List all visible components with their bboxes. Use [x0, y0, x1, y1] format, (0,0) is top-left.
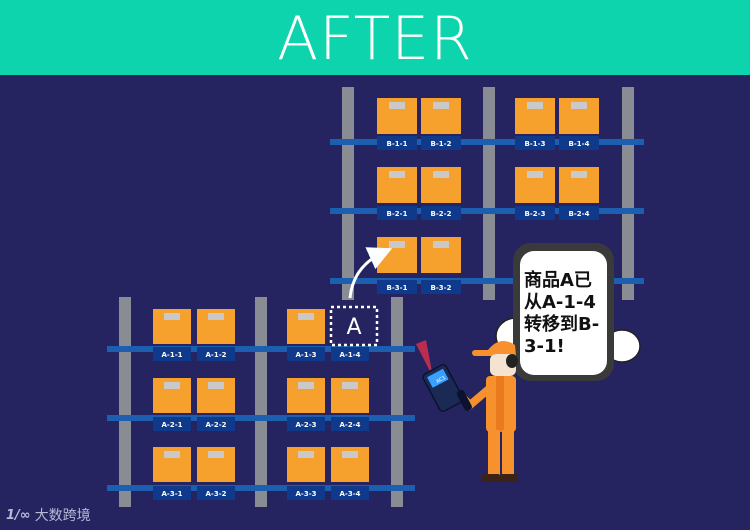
box: [377, 237, 417, 273]
box: [421, 167, 461, 203]
slot-label: A-1-3: [296, 351, 317, 359]
rack-a-post: [255, 297, 267, 507]
slot-label: B-2-2: [431, 210, 452, 218]
slot-label: A-1-2: [206, 351, 227, 359]
slot-label: B-1-1: [387, 140, 408, 148]
slot-label: B-2-1: [387, 210, 408, 218]
box: [559, 167, 599, 203]
slot-label: B-1-4: [569, 140, 590, 148]
box: [377, 98, 417, 134]
box: [559, 98, 599, 134]
moved-item-letter: A: [346, 315, 361, 340]
slot-label: A-1-4: [340, 351, 361, 359]
bubble-line: 转移到B-: [524, 313, 599, 335]
slot-label: B-1-2: [431, 140, 452, 148]
rack-a: A A-1-1 A-1-2 A-1-3 A-1-4: [107, 297, 415, 507]
rack-b-post: [342, 87, 354, 300]
box: [287, 378, 325, 413]
slot-label: A-3-1: [162, 490, 183, 498]
slot-label: A-3-4: [340, 490, 361, 498]
slot-label: A-3-3: [296, 490, 317, 498]
box: [153, 309, 191, 344]
worker: AC1: [416, 340, 518, 482]
box: [153, 447, 191, 482]
box: [197, 447, 235, 482]
slot-label: B-2-4: [569, 210, 590, 218]
slot-label: A-3-2: [206, 490, 227, 498]
box: [515, 167, 555, 203]
rack-b-post: [622, 87, 634, 300]
bubble-line: 3-1!: [524, 336, 565, 357]
bubble-line: 商品A已: [524, 269, 592, 291]
slot-label: A-2-2: [206, 421, 227, 429]
box: [515, 98, 555, 134]
logo-text: 大数跨境: [35, 505, 91, 525]
logo-mark-icon: 1/∞: [6, 508, 31, 523]
slot-label: B-2-3: [525, 210, 546, 218]
moved-item-marker: A: [331, 307, 377, 345]
rack-a-post: [119, 297, 131, 507]
box: [197, 378, 235, 413]
box: [331, 378, 369, 413]
box: [331, 447, 369, 482]
rack-b-post: [483, 87, 495, 300]
box: [153, 378, 191, 413]
brand-logo: 1/∞ 大数跨境: [6, 505, 91, 525]
slot-label: A-2-3: [296, 421, 317, 429]
slot-label: A-2-4: [340, 421, 361, 429]
box: [421, 237, 461, 273]
slot-label: B-3-2: [431, 284, 452, 292]
bubble-line: 从A-1-4: [524, 292, 596, 313]
rack-a-post: [391, 297, 403, 507]
scanner-device: AC1: [422, 363, 473, 412]
box: [421, 98, 461, 134]
slot-label: B-3-1: [387, 284, 408, 292]
slot-label: A-2-1: [162, 421, 183, 429]
box: [377, 167, 417, 203]
box: [287, 447, 325, 482]
slot-label: A-1-1: [162, 351, 183, 359]
box: [287, 309, 325, 344]
slot-label: B-1-3: [525, 140, 546, 148]
box: [197, 309, 235, 344]
